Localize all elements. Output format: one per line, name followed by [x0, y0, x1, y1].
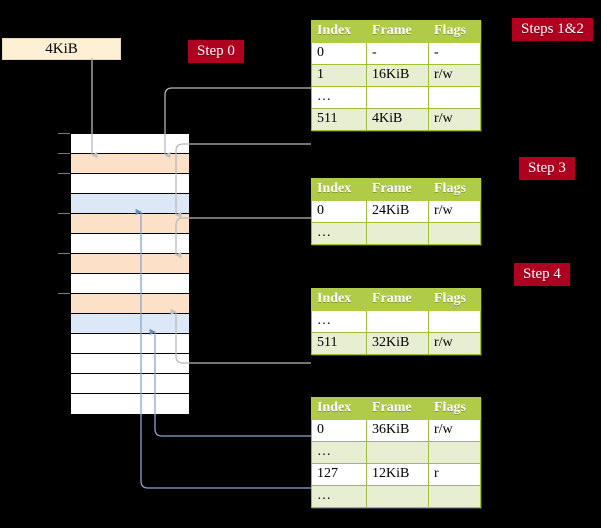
cell-frame: 12KiB	[366, 463, 429, 486]
frame-4kib-label: 4KiB	[45, 41, 78, 57]
cell-index: 0	[311, 419, 367, 442]
cell-index: 0	[311, 42, 367, 65]
memory-row-0	[71, 134, 189, 154]
cell-index: 511	[311, 332, 367, 355]
column-header-frame: Frame	[366, 288, 429, 311]
memory-row-1	[71, 154, 189, 174]
cell-flags: r/w	[428, 419, 481, 442]
badge-step-4: Step 4	[514, 263, 570, 286]
cell-frame	[366, 310, 429, 333]
cell-index: …	[311, 485, 367, 508]
cell-index: 1	[311, 64, 367, 87]
badge-steps-1-2: Steps 1&2	[512, 18, 593, 41]
column-header-index: Index	[311, 288, 367, 311]
wire-l3-row511-to-memory	[170, 308, 311, 364]
column-header-flags: Flags	[428, 178, 481, 201]
cell-frame: 24KiB	[366, 200, 429, 223]
memory-tick-1	[58, 153, 70, 154]
cell-flags: r	[428, 463, 481, 486]
memory-tick-6	[58, 253, 70, 254]
memory-row-8	[71, 294, 189, 314]
memory-tick-4	[58, 213, 70, 214]
badge-step-3: Step 3	[519, 157, 575, 180]
memory-row-11	[71, 354, 189, 374]
column-header-frame: Frame	[366, 20, 429, 43]
memory-row-2	[71, 174, 189, 194]
badge-step-0: Step 0	[188, 40, 244, 63]
cell-flags: r/w	[428, 332, 481, 355]
column-header-flags: Flags	[428, 288, 481, 311]
column-header-index: Index	[311, 20, 367, 43]
memory-row-9	[71, 314, 189, 334]
wire-l1-row511-to-memory	[175, 143, 311, 219]
physical-memory-column	[70, 133, 190, 415]
cell-flags	[428, 222, 481, 245]
memory-row-6	[71, 254, 189, 274]
memory-tick-2	[58, 173, 70, 174]
table-row: …	[311, 222, 481, 245]
cell-flags	[428, 86, 481, 109]
column-header-frame: Frame	[366, 178, 429, 201]
cell-index: …	[311, 86, 367, 109]
memory-row-7	[71, 274, 189, 294]
cell-frame	[366, 86, 429, 109]
memory-row-3	[71, 194, 189, 214]
cell-flags	[428, 441, 481, 464]
cell-flags	[428, 310, 481, 333]
cell-flags: r/w	[428, 64, 481, 87]
memory-tick-8	[58, 293, 70, 294]
table-row: 0--	[311, 42, 481, 65]
cell-index: …	[311, 222, 367, 245]
cell-frame: 36KiB	[366, 419, 429, 442]
memory-row-4	[71, 214, 189, 234]
cell-frame: 32KiB	[366, 332, 429, 355]
table-row: …	[311, 310, 481, 333]
cell-frame: 4KiB	[366, 108, 429, 131]
column-header-flags: Flags	[428, 20, 481, 43]
memory-row-13	[71, 394, 189, 414]
column-header-index: Index	[311, 397, 367, 420]
cell-flags: r/w	[428, 200, 481, 223]
cell-frame: 16KiB	[366, 64, 429, 87]
table-row: …	[311, 86, 481, 109]
cell-frame: -	[366, 42, 429, 65]
cell-flags	[428, 485, 481, 508]
frame-4kib-box: 4KiB	[2, 38, 121, 60]
wire-l2-row0-to-memory	[175, 217, 311, 259]
table-row: …	[311, 485, 481, 508]
column-header-flags: Flags	[428, 397, 481, 420]
cell-flags: -	[428, 42, 481, 65]
cell-index: …	[311, 441, 367, 464]
column-header-index: Index	[311, 178, 367, 201]
cell-index: …	[311, 310, 367, 333]
memory-tick-0	[58, 133, 70, 134]
table-row: …	[311, 441, 481, 464]
cell-index: 127	[311, 463, 367, 486]
cell-index: 511	[311, 108, 367, 131]
cell-frame	[366, 485, 429, 508]
cell-index: 0	[311, 200, 367, 223]
column-header-frame: Frame	[366, 397, 429, 420]
memory-row-5	[71, 234, 189, 254]
cell-frame	[366, 222, 429, 245]
memory-row-12	[71, 374, 189, 394]
cell-flags: r/w	[428, 108, 481, 131]
memory-row-10	[71, 334, 189, 354]
cell-frame	[366, 441, 429, 464]
